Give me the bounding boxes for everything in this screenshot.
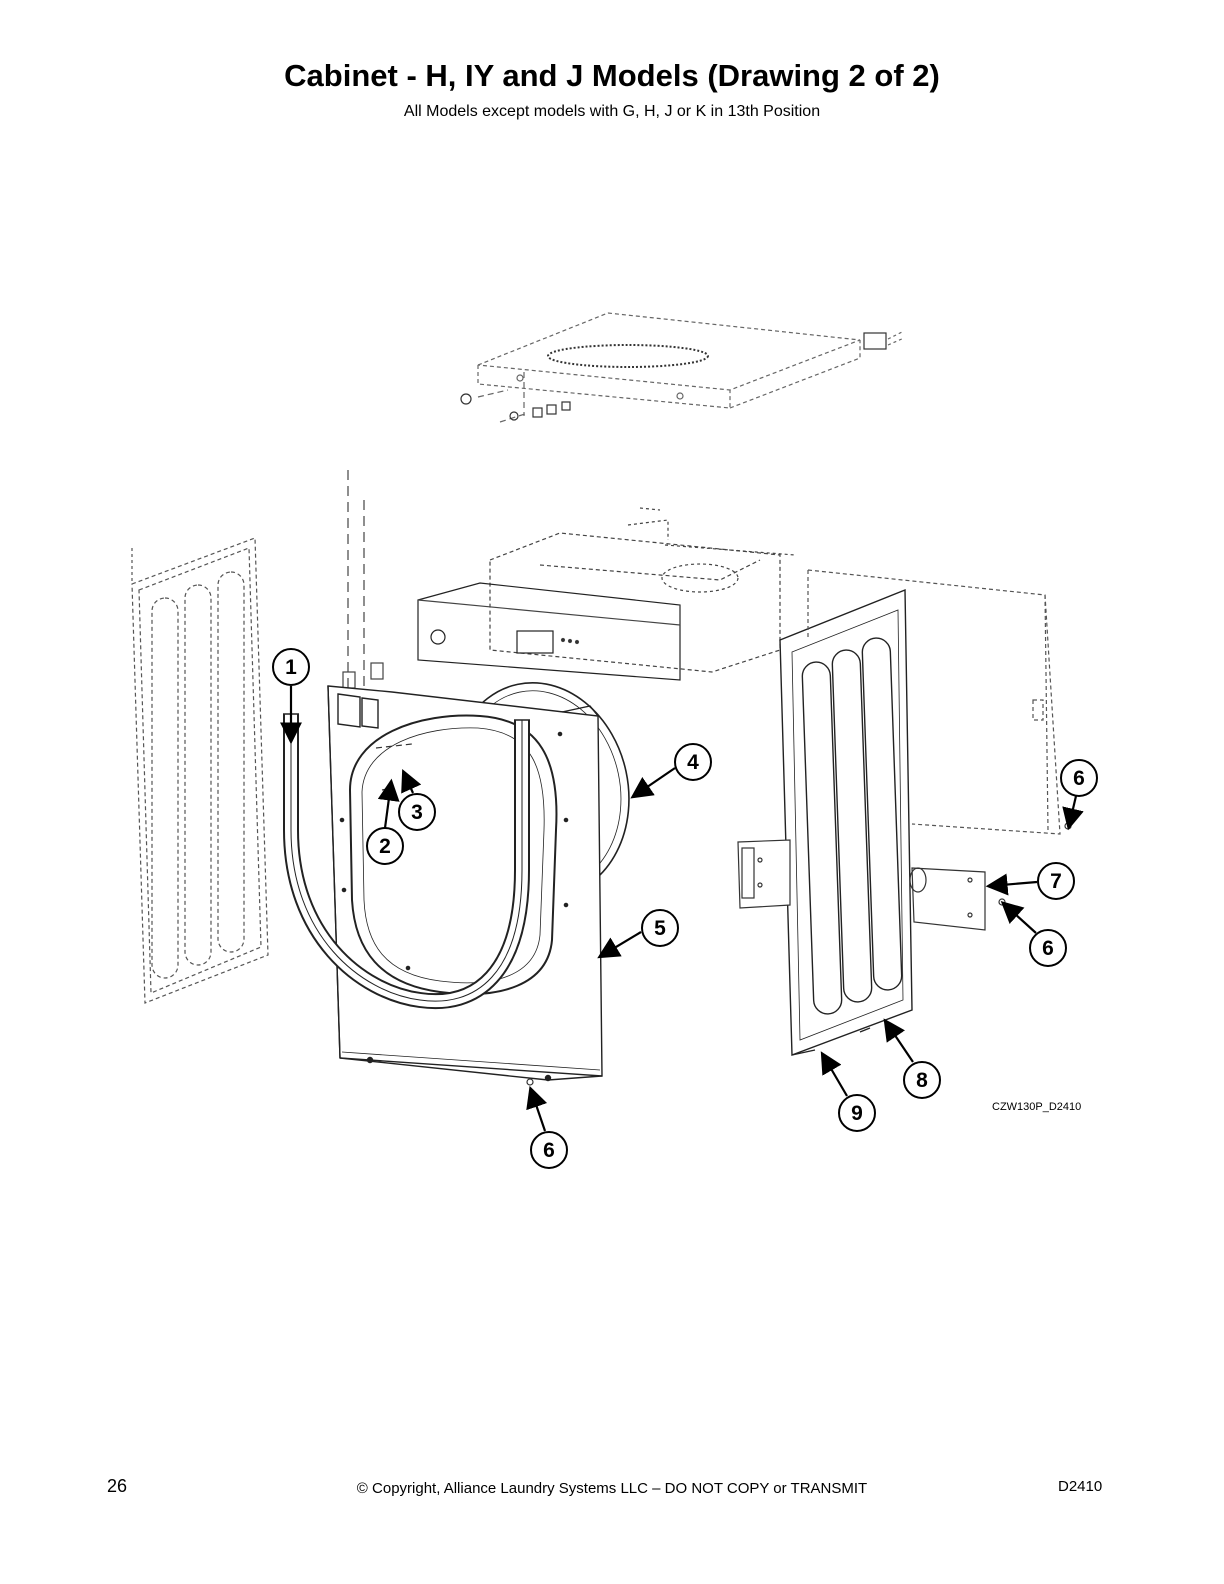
callout-3: 3: [398, 768, 436, 831]
callout-number: 2: [379, 835, 391, 858]
gasket-seal-part: [283, 713, 530, 1010]
callout-circle: [1060, 759, 1098, 797]
callout-number: 4: [687, 751, 699, 774]
callout-4: 4: [630, 743, 712, 799]
callout-8: 8: [883, 1018, 941, 1099]
callout-number: 8: [916, 1069, 928, 1092]
callout-number: 3: [411, 801, 423, 824]
right-side-panel-part: [779, 588, 913, 1056]
callout-1: 1: [272, 648, 310, 745]
callout-number: 6: [543, 1139, 555, 1162]
callout-arrow: [883, 1018, 914, 1063]
callout-2: 2: [366, 778, 404, 865]
callout-arrow: [597, 931, 642, 959]
callout-arrow: [985, 873, 1038, 896]
left-side-panel-part: [131, 537, 269, 1004]
callout-circle: [366, 827, 404, 865]
top-panel-part: [460, 312, 905, 423]
callout-circle: [903, 1061, 941, 1099]
front-panel-fasteners: [342, 470, 384, 690]
callout-circle: [530, 1131, 568, 1169]
callout-number: 1: [285, 656, 297, 679]
callout-circle: [674, 743, 712, 781]
page-title: Cabinet - H, IY and J Models (Drawing 2 …: [284, 58, 940, 93]
footer-copyright: © Copyright, Alliance Laundry Systems LL…: [356, 1480, 868, 1497]
callout-circle: [838, 1094, 876, 1132]
callout-circle: [641, 909, 679, 947]
callout-number: 6: [1073, 767, 1085, 790]
callout-arrow: [401, 768, 422, 794]
callout-arrow: [630, 767, 676, 799]
callout-5: 5: [597, 909, 679, 959]
callout-arrow: [526, 1085, 548, 1132]
front-panel-part: [327, 685, 603, 1082]
page-subtitle: All Models except models with G, H, J or…: [403, 103, 821, 120]
footer-page-number: 26: [107, 1476, 128, 1496]
callout-6: 6: [526, 1085, 568, 1169]
callout-9: 9: [820, 1051, 876, 1132]
callout-circle: [398, 793, 436, 831]
callout-arrow: [820, 1051, 848, 1097]
rear-panel-part: [807, 569, 1061, 835]
callout-7: 7: [985, 862, 1075, 900]
footer-doc-code: D2410: [1058, 1478, 1103, 1495]
callout-number: 9: [851, 1102, 863, 1125]
callout-arrow: [377, 778, 400, 829]
callout-arrow: [1000, 901, 1037, 934]
callout-number: 6: [1042, 937, 1054, 960]
callout-number: 5: [654, 917, 666, 940]
callout-6: 6: [1060, 759, 1098, 831]
control-console-part: [417, 507, 796, 681]
drawing-id-label: CZW130P_D2410: [992, 1101, 1081, 1113]
rear-bracket-part: [526, 822, 1072, 1086]
callout-circle: [272, 648, 310, 686]
callout-circle: [1029, 929, 1067, 967]
callout-6: 6: [1000, 901, 1067, 967]
callout-arrow: [1062, 795, 1084, 831]
callout-number: 7: [1050, 870, 1062, 893]
callout-circle: [1037, 862, 1075, 900]
